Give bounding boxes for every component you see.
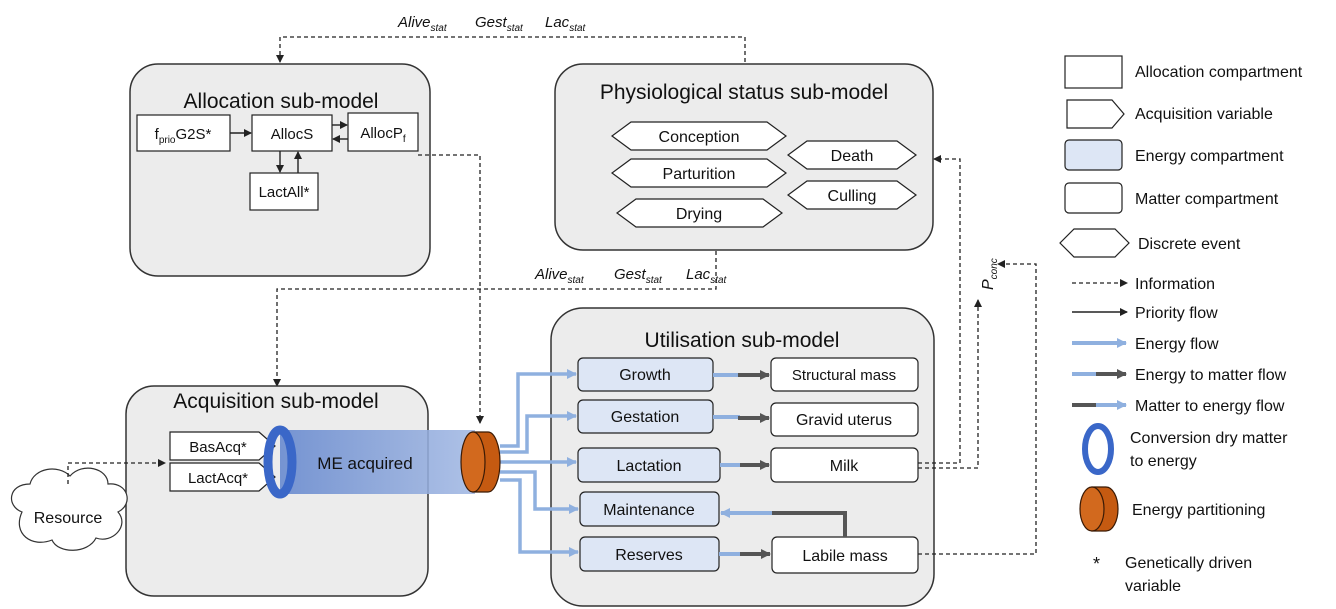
physiological-title: Physiological status sub-model [600,81,888,104]
p-conc-label: Pconc [980,258,1000,290]
legend-matter-label: Matter compartment [1135,191,1279,208]
mid-alive-label: Alivestat [534,266,585,286]
allocation-to-partitioning-info [418,154,484,424]
allocation-title: Allocation sub-model [184,90,379,113]
legend-allocation-label: Allocation compartment [1135,64,1303,81]
legend-star-symbol: * [1093,554,1100,574]
legend-conversion-label-2: to energy [1130,453,1197,470]
physiological-submodel: Physiological status sub-model Conceptio… [554,63,934,251]
me-acquired-band [280,430,475,494]
legend-conversion-label-1: Conversion dry matter [1130,430,1288,447]
me-acquired-label: ME acquired [317,454,412,473]
fprio-label: fprioG2S* [155,126,212,146]
allocp-label: AllocPf [360,125,406,145]
top-lac-label: Lacstat [545,14,587,34]
allocation-submodel: Allocation sub-model fprioG2S* AllocS Al… [129,63,431,277]
utilisation-submodel: Utilisation sub-model Growth Gestation L… [550,307,935,607]
legend-genetic-label-1: Genetically driven [1125,555,1252,572]
legend-energy-flow-label: Energy flow [1135,336,1219,353]
matter-to-energy-flow [720,508,847,537]
energy-lactation-label: Lactation [617,458,682,475]
event-death [786,140,918,170]
acquisition-title: Acquisition sub-model [173,390,378,413]
event-drying [615,198,784,228]
legend-event-label: Discrete event [1138,236,1241,253]
matter-milk [770,447,919,483]
legend-genetic-label-2: variable [1125,578,1181,595]
matter-milk-label: Milk [830,458,859,475]
legend: Allocation compartment Acquisition varia… [1059,55,1303,595]
resource-cloud [11,467,128,551]
matter-labile-mass-label: Labile mass [802,548,887,565]
mid-status-info: Alivestat Geststat Lacstat [273,154,728,424]
allocp-box [347,112,419,152]
matter-structural-mass [770,357,919,392]
allocation-priority-arrows [230,121,348,173]
lactall-label: LactAll* [259,184,310,201]
energy-gestation-label: Gestation [611,409,679,426]
matter-gravid-uterus-label: Gravid uterus [796,412,892,429]
matter-structural-mass-label: Structural mass [792,367,896,384]
event-culling-label: Culling [828,188,877,205]
feedback-info [918,155,1037,555]
lactacq-label: LactAcq* [188,470,248,487]
matter-gravid-uterus [770,402,919,437]
acquisition-submodel: Acquisition sub-model BasAcq* LactAcq* M… [11,385,475,597]
energy-partitioning-cylinder [460,431,501,493]
partitioning-energy-flows [500,369,579,557]
energy-reserves-label: Reserves [615,547,683,564]
event-parturition [610,158,788,188]
legend-allocation-symbol [1064,55,1123,89]
legend-conversion-symbol [1082,423,1114,475]
energy-to-matter-flows [713,370,771,559]
event-culling [786,180,918,210]
event-parturition-label: Parturition [663,166,736,183]
lactall-box [249,172,319,211]
conversion-ring [263,425,297,499]
fprio-box [136,114,231,152]
basacq-label: BasAcq* [189,439,247,456]
legend-event-symbol [1059,228,1130,258]
legend-partitioning-label: Energy partitioning [1132,502,1265,519]
legend-energy-to-matter-label: Energy to matter flow [1135,367,1287,384]
legend-matter-symbol [1064,182,1123,214]
allocs-box [251,114,333,152]
event-conception-label: Conception [659,129,740,146]
legend-energy-symbol [1064,139,1123,171]
resource-info-arrow [67,459,166,484]
event-death-label: Death [831,148,874,165]
legend-energy-label: Energy compartment [1135,148,1284,165]
top-alive-label: Alivestat [397,14,448,34]
mid-gest-label: Geststat [614,266,663,286]
allocs-label: AllocS [271,126,314,143]
legend-information-label: Information [1135,276,1215,293]
event-drying-label: Drying [676,206,722,223]
resource-label: Resource [34,510,103,527]
energy-growth-label: Growth [619,367,671,384]
mid-lac-label: Lacstat [686,266,728,286]
legend-acquisition-label: Acquisition variable [1135,106,1273,123]
energy-maintenance [579,491,720,527]
utilisation-title: Utilisation sub-model [645,329,840,352]
legend-partitioning-symbol [1079,486,1119,532]
legend-matter-to-energy-label: Matter to energy flow [1135,398,1285,415]
top-gest-label: Geststat [475,14,524,34]
energy-maintenance-label: Maintenance [603,502,695,519]
legend-priority-label: Priority flow [1135,305,1218,322]
top-status-info: Alivestat Geststat Lacstat [276,14,746,63]
event-conception [610,121,788,151]
legend-acquisition-symbol [1066,99,1125,129]
